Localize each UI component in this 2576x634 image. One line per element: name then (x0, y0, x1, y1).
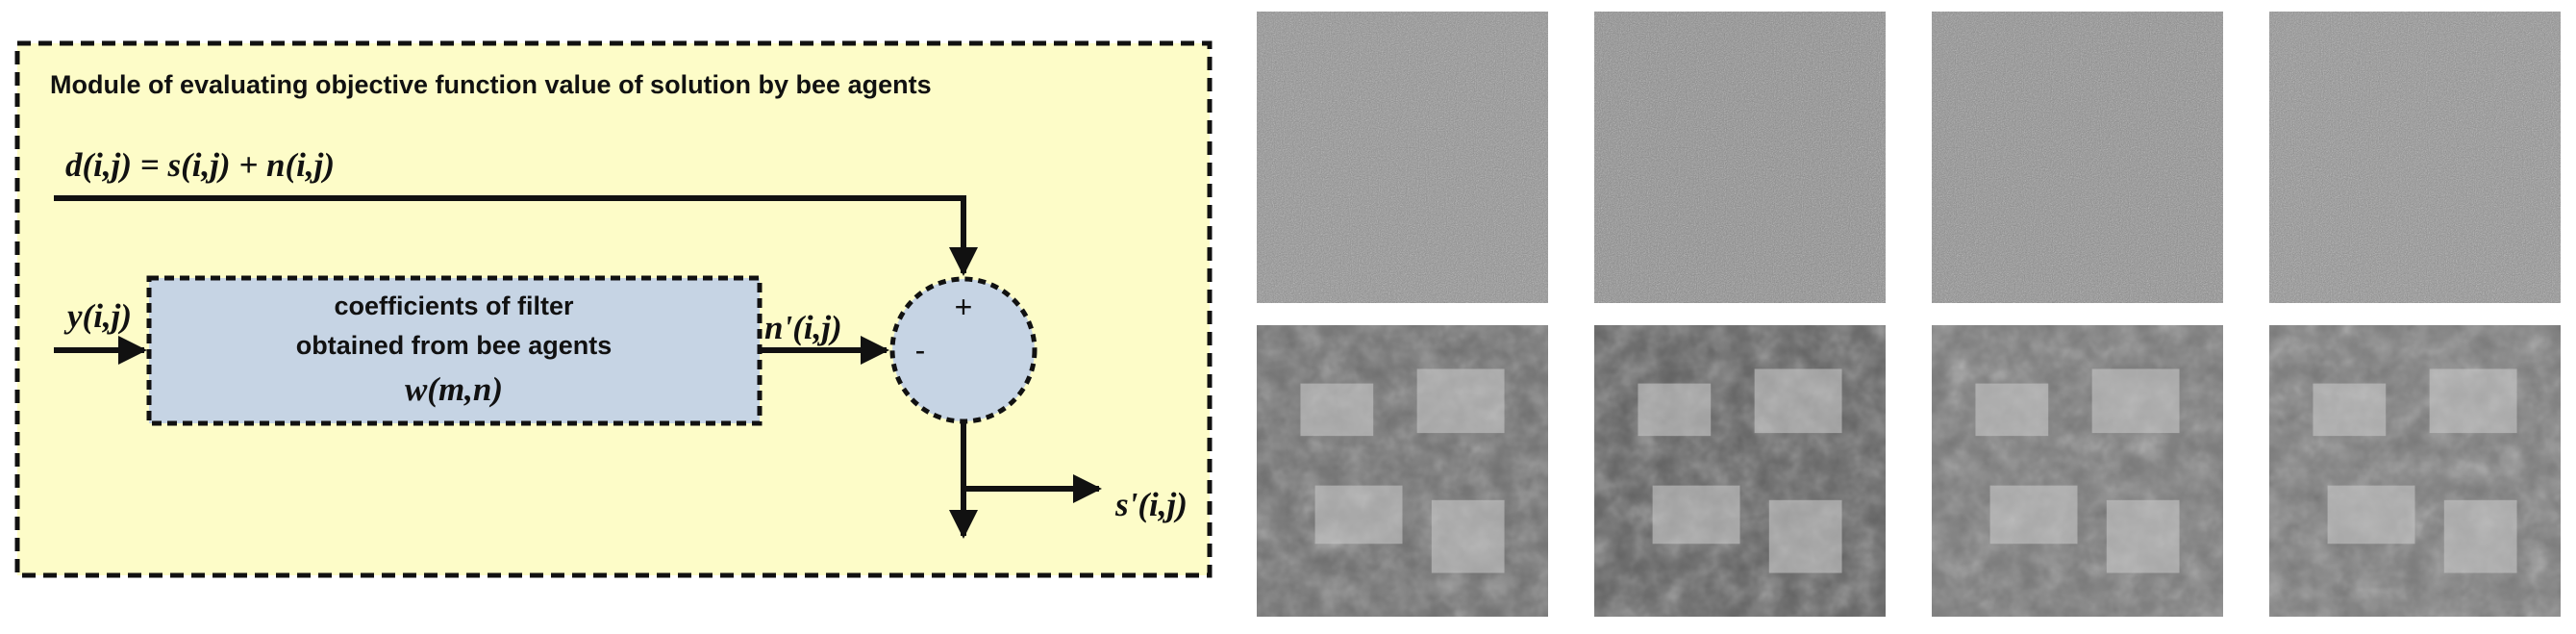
label-sprime: s'(i,j) (1114, 486, 1188, 523)
noisy-image-1 (1257, 12, 1548, 303)
noisy-image-3 (1932, 12, 2223, 303)
filter-box (146, 275, 763, 426)
label-y: y(i,j) (63, 297, 132, 335)
filter-line-2: obtained from bee agents (296, 331, 613, 360)
sign-minus: - (915, 333, 926, 368)
clean-image-4 (2269, 325, 2561, 617)
clean-image-2 (1594, 325, 1886, 617)
filter-line-3: w(m,n) (405, 370, 503, 408)
clean-image-3 (1932, 325, 2223, 617)
noisy-image-4 (2269, 12, 2561, 303)
clean-image-1 (1257, 325, 1548, 617)
d-signal-line (54, 195, 978, 276)
image-grid (1257, 12, 2561, 617)
module-title: Module of evaluating objective function … (50, 70, 932, 99)
equation-d: d(i,j) = s(i,j) + n(i,j) (65, 146, 335, 184)
block-diagram: Module of evaluating objective function … (14, 40, 1213, 578)
noisy-image-2 (1594, 12, 1886, 303)
filter-line-1: coefficients of filter (334, 292, 574, 320)
sign-plus: + (955, 290, 973, 324)
label-nprime: n'(i,j) (764, 309, 842, 346)
